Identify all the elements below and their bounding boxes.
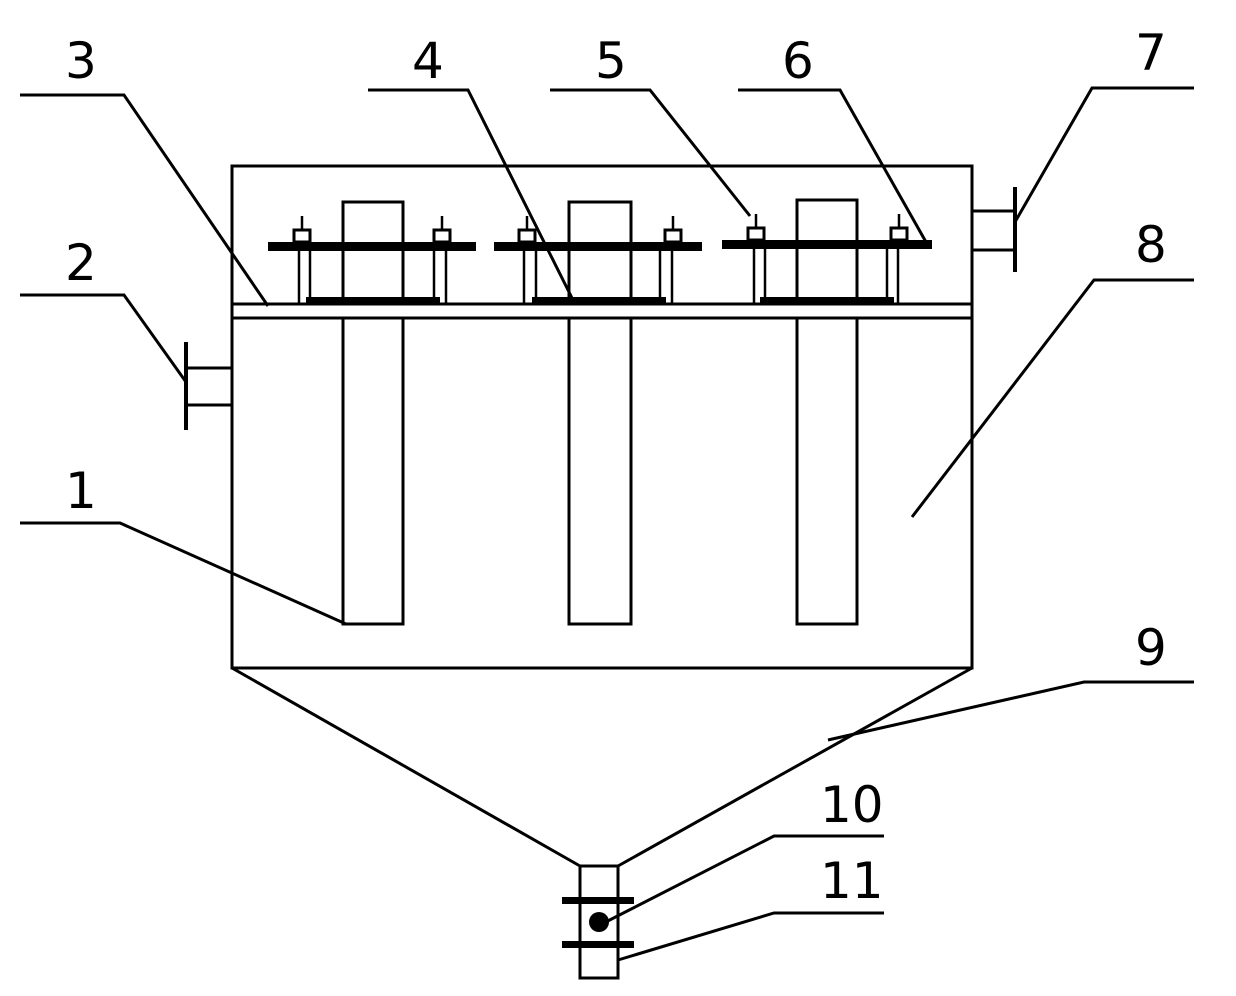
label-2: 2 — [65, 234, 97, 292]
filter-element — [341, 316, 405, 626]
inlet-pipe — [184, 342, 232, 430]
leader-6 — [738, 88, 928, 243]
filter-element — [567, 316, 633, 626]
label-9: 9 — [1135, 619, 1167, 677]
leader-1 — [20, 521, 347, 626]
label-5: 5 — [595, 32, 627, 90]
seal-base — [760, 297, 894, 304]
leader-2 — [20, 293, 188, 383]
element-head — [795, 198, 859, 306]
filter-element-3 — [722, 198, 932, 626]
label-1: 1 — [65, 462, 97, 520]
label-8: 8 — [1135, 216, 1167, 274]
label-11: 11 — [820, 852, 884, 910]
label-6: 6 — [782, 32, 814, 90]
leader-10 — [595, 834, 884, 929]
leader-11 — [617, 911, 884, 962]
outlet-flange-lower — [562, 941, 634, 948]
leader-8 — [910, 278, 1194, 518]
label-10: 10 — [820, 776, 884, 834]
leader-7 — [1013, 86, 1194, 223]
label-4: 4 — [412, 32, 444, 90]
element-head — [567, 200, 633, 306]
conical-hopper — [231, 666, 973, 868]
nut — [889, 226, 909, 242]
outlet-pipe — [972, 187, 1017, 272]
filter-element-2 — [494, 200, 702, 626]
pressure-plate — [268, 242, 476, 251]
nut — [746, 226, 766, 242]
label-3: 3 — [65, 32, 97, 90]
leader-lines — [20, 86, 1194, 962]
seal-base — [306, 297, 440, 304]
leader-4 — [368, 88, 574, 299]
pressure-plate — [722, 240, 932, 249]
leader-5 — [550, 88, 752, 217]
nut — [517, 228, 537, 244]
label-7: 7 — [1135, 24, 1167, 82]
leader-9 — [827, 680, 1194, 742]
seal-base — [532, 297, 666, 304]
nut — [663, 228, 683, 244]
tube-plate — [232, 302, 972, 320]
nut — [292, 228, 312, 244]
leader-3 — [20, 93, 270, 307]
discharge-outlet — [562, 864, 634, 980]
nut — [432, 228, 452, 244]
filter-element-1 — [268, 200, 476, 626]
filter-element — [795, 316, 859, 626]
outlet-flange-upper — [562, 897, 634, 904]
housing-body — [230, 164, 974, 670]
discharge-valve — [589, 912, 609, 932]
pressure-plate — [494, 242, 702, 251]
element-head — [341, 200, 405, 306]
